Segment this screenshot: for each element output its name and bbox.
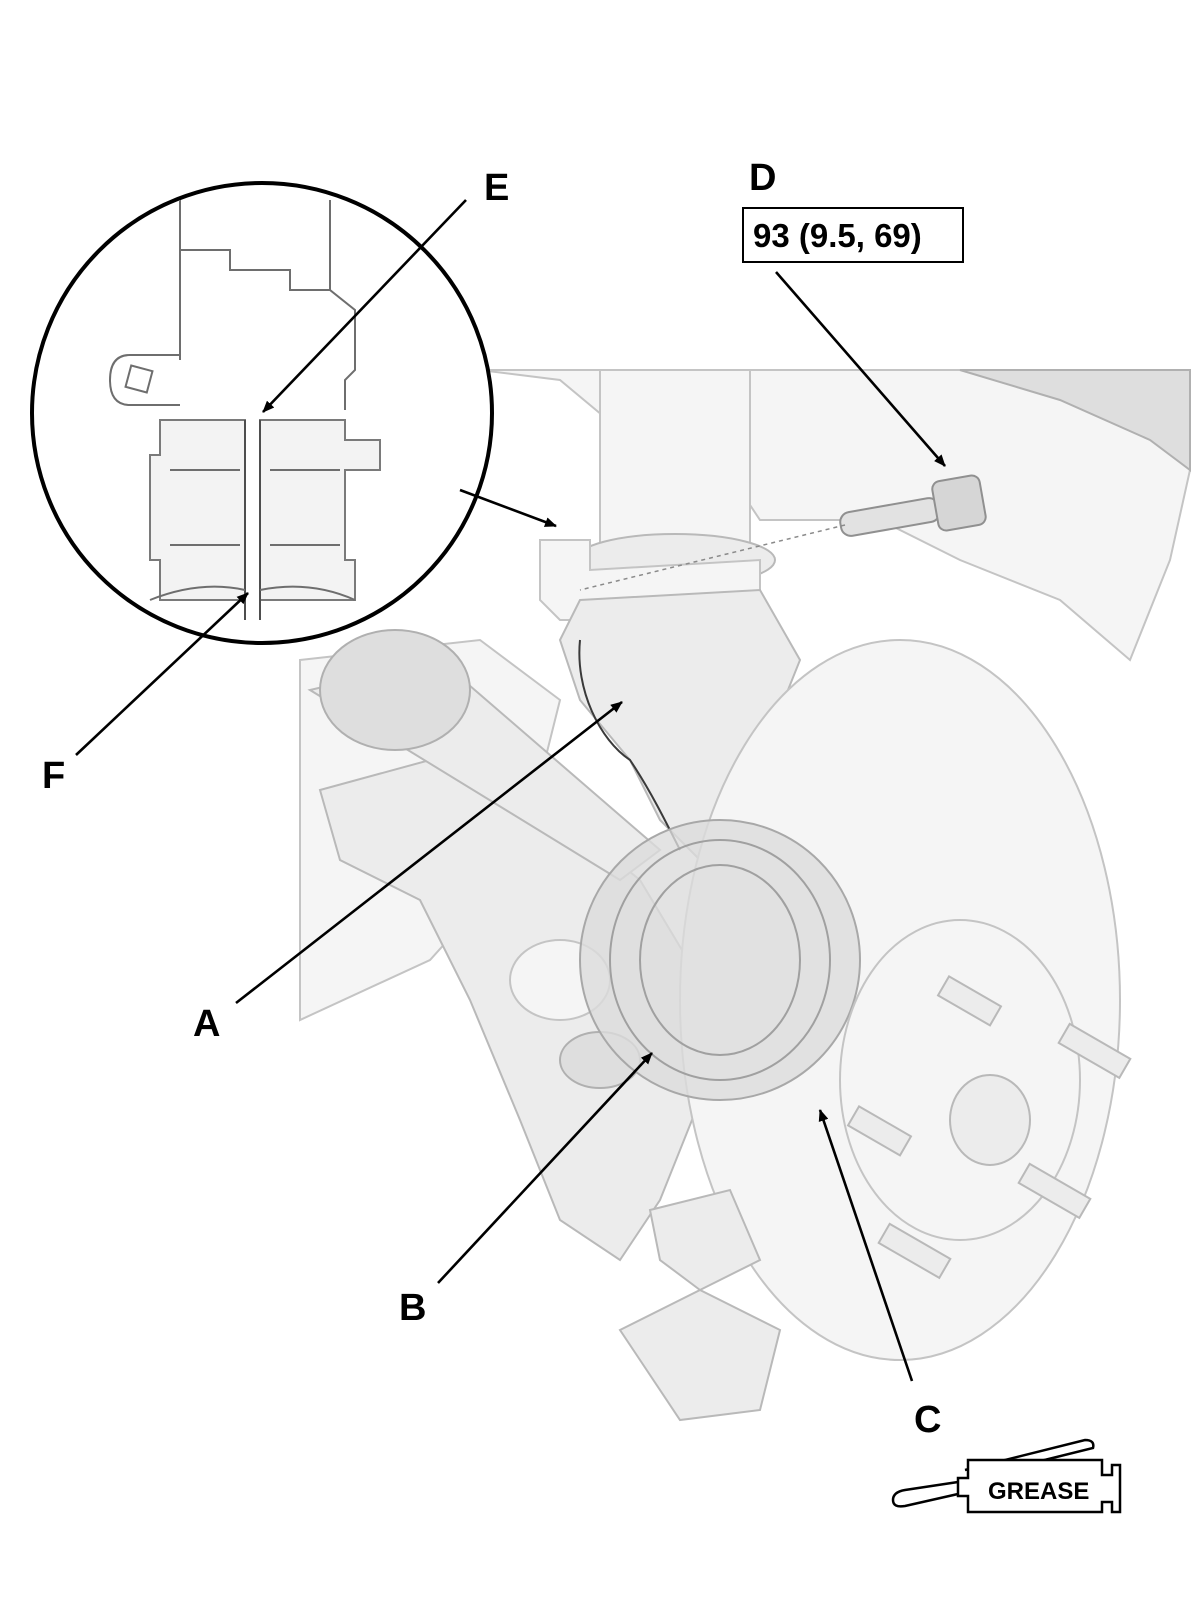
torque-spec-value: 93 (9.5, 69) <box>753 217 922 254</box>
leader-lines <box>75 199 946 1382</box>
detail-bracket-profile <box>180 249 330 291</box>
leader-a <box>235 700 623 1005</box>
leader-e <box>262 199 467 413</box>
suspension-assembly-illustration <box>299 369 1191 1422</box>
wheel-hub <box>839 919 1081 1241</box>
outer-cv-boot <box>579 819 861 1101</box>
clamp-bolt <box>839 474 987 537</box>
callout-f: F <box>42 755 65 797</box>
cv-boot-band <box>609 839 831 1081</box>
bolt-axis-dashed <box>579 524 846 591</box>
grease-gun-nozzle <box>891 1480 959 1508</box>
detail-circle <box>30 181 494 645</box>
inner-joint <box>319 629 471 751</box>
tie-rod-mount <box>648 1188 762 1292</box>
leader-d <box>775 271 946 467</box>
leader-c <box>818 1109 914 1382</box>
grease-gun-body <box>956 1458 1122 1514</box>
wheel-stud <box>1017 1162 1092 1220</box>
callout-d: D <box>749 157 776 199</box>
detail-slit <box>244 420 261 620</box>
wheel-stud <box>877 1222 952 1280</box>
dust-shield-lower <box>618 1288 782 1422</box>
callout-a: A <box>193 1003 220 1045</box>
detail-clamp-band <box>170 469 340 546</box>
callout-c: C <box>914 1399 941 1441</box>
grease-label: GREASE <box>988 1478 1089 1505</box>
leader-f <box>75 592 249 756</box>
detail-clamp-body-right <box>259 419 381 601</box>
cv-boot-band <box>639 864 801 1056</box>
callout-b: B <box>399 1287 426 1329</box>
detail-bracket-upper <box>179 200 356 410</box>
wheel-stud <box>936 974 1003 1027</box>
leader-detail-ref <box>459 488 557 528</box>
grease-gun-icon: GREASE <box>891 1438 1122 1514</box>
detail-clamp-body <box>149 419 246 601</box>
detail-view <box>30 181 494 645</box>
wheel-stud <box>846 1104 913 1157</box>
detail-tab <box>108 354 180 406</box>
grease-gun-handle <box>964 1438 1095 1480</box>
upper-right-dark-panel <box>959 369 1191 472</box>
detail-tab-hole <box>124 364 154 394</box>
knuckle-upper-outline <box>578 639 681 851</box>
wheel-stud <box>1057 1022 1132 1080</box>
detail-lower-rim <box>149 585 356 601</box>
strut-tube <box>599 369 751 551</box>
hub-center <box>949 1074 1031 1166</box>
callout-e: E <box>484 167 509 209</box>
torque-spec-box: 93 (9.5, 69) <box>742 207 964 263</box>
leader-b <box>437 1052 653 1284</box>
